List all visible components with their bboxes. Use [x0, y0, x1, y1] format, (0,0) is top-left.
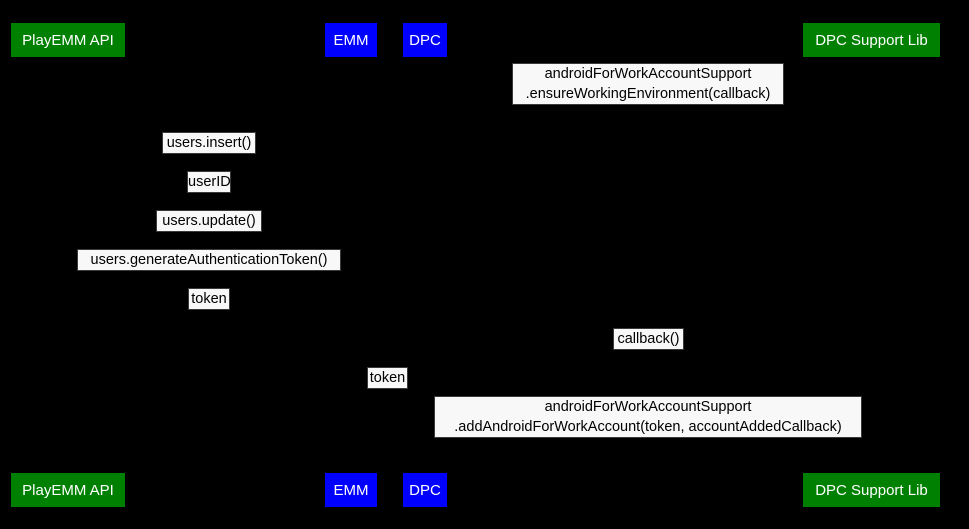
message-line-1: users.insert() [166, 135, 252, 151]
message-line-2: .addAndroidForWorkAccount(token, account… [454, 419, 842, 435]
message-line-1: token [191, 291, 227, 307]
message-ensure-working-environment[interactable]: androidForWorkAccountSupport .ensureWork… [512, 63, 784, 105]
participant-top-dpc-support-lib[interactable]: DPC Support Lib [803, 23, 940, 57]
message-users-insert[interactable]: users.insert() [162, 132, 256, 154]
message-token-response[interactable]: token [188, 288, 230, 310]
participant-label: EMM [333, 31, 369, 49]
participant-top-emm[interactable]: EMM [325, 23, 377, 57]
participant-top-playemm-api[interactable]: PlayEMM API [11, 23, 125, 57]
message-callback[interactable]: callback() [613, 328, 684, 350]
participant-bottom-emm[interactable]: EMM [325, 473, 377, 507]
message-token-forward[interactable]: token [367, 367, 408, 389]
participant-label: PlayEMM API [22, 481, 114, 499]
message-line-1: users.update() [162, 213, 256, 229]
message-line-1: androidForWorkAccountSupport [544, 66, 752, 82]
participant-label: PlayEMM API [22, 31, 114, 49]
participant-bottom-playemm-api[interactable]: PlayEMM API [11, 473, 125, 507]
message-line-2: .ensureWorkingEnvironment(callback) [525, 86, 771, 102]
message-line-1: callback() [617, 331, 680, 347]
message-line-1: androidForWorkAccountSupport [544, 399, 752, 415]
message-generate-authentication-token[interactable]: users.generateAuthenticationToken() [77, 249, 341, 271]
participant-label: DPC [409, 31, 441, 49]
participant-label: EMM [333, 481, 369, 499]
message-line-1: users.generateAuthenticationToken() [90, 252, 328, 268]
participant-top-dpc[interactable]: DPC [403, 23, 447, 57]
participant-bottom-dpc-support-lib[interactable]: DPC Support Lib [803, 473, 940, 507]
message-add-android-for-work-account[interactable]: androidForWorkAccountSupport .addAndroid… [434, 396, 862, 438]
message-line-1: userID [188, 174, 231, 190]
participant-bottom-dpc[interactable]: DPC [403, 473, 447, 507]
participant-label: DPC Support Lib [815, 481, 928, 499]
participant-label: DPC Support Lib [815, 31, 928, 49]
message-line-1: token [369, 370, 406, 386]
participant-label: DPC [409, 481, 441, 499]
message-user-id[interactable]: userID [187, 171, 231, 193]
message-users-update[interactable]: users.update() [156, 210, 262, 232]
